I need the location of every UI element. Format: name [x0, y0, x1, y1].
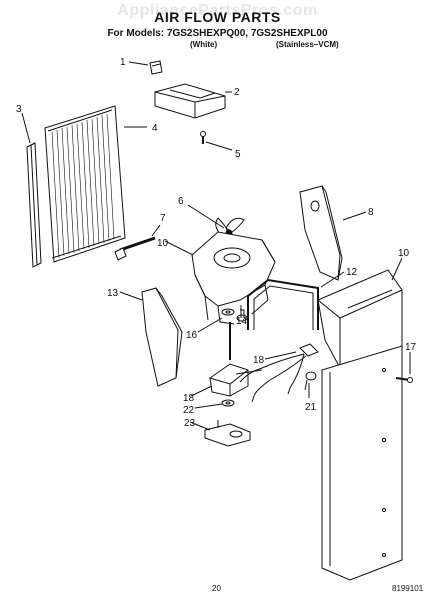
part-screw-top — [200, 131, 206, 144]
part-washer-upper — [221, 308, 235, 316]
part-connector — [304, 371, 317, 391]
callout-17: 10 — [398, 248, 410, 259]
callout-2: 23 — [184, 418, 196, 429]
callout-22: 8 — [368, 207, 374, 218]
callout-6: 21 — [305, 402, 317, 413]
page-number: 20 — [212, 584, 221, 593]
variant-stainless-label: (Stainless–VCM) — [276, 40, 339, 49]
part-washer-lower — [221, 399, 235, 407]
part-back-panel — [321, 345, 403, 581]
part-motor-bracket — [204, 420, 251, 447]
callout-10-lower: 22 — [183, 405, 195, 416]
callout-8: 6 — [178, 196, 184, 207]
part-screw-right — [395, 377, 413, 383]
part-fan-motor — [209, 322, 263, 397]
callout-23: 13 — [107, 288, 119, 299]
part-filter-screen — [44, 105, 126, 263]
part-fan-housing — [191, 231, 276, 325]
callout-4: 2 — [234, 87, 240, 98]
callout-labels: 1 2 3 4 5 6 7 8 10 10 12 13 14 16 17 18 … — [16, 57, 417, 429]
part-wire-harness — [239, 343, 319, 403]
part-bracket — [154, 83, 226, 119]
callout-21: 14 — [236, 316, 248, 327]
page-title: AIR FLOW PARTS — [154, 9, 281, 25]
models-line: For Models: 7GS2SHEXPQ00, 7GS2SHEXPL00 — [107, 28, 328, 39]
callout-1: 10 — [157, 238, 169, 249]
callout-5: 4 — [152, 123, 158, 134]
part-edge-strip — [26, 142, 42, 268]
part-bolt — [114, 236, 156, 261]
part-u-seal — [247, 278, 319, 330]
callout-16: 3 — [16, 104, 22, 115]
callout-18-right: 17 — [405, 342, 417, 353]
callout-3: 1 — [120, 57, 126, 68]
part-clip — [149, 60, 163, 75]
part-left-panel — [141, 287, 183, 387]
part-side-panel — [299, 185, 343, 281]
variant-white-label: (White) — [190, 40, 218, 49]
document-number: 8199101 — [392, 584, 424, 593]
callout-18-top: 5 — [235, 149, 241, 160]
callout-12: 18 — [253, 355, 265, 366]
callout-7: 18 — [183, 393, 195, 404]
watermark: AppliancePartsPros.com — [117, 2, 318, 19]
callout-14: 7 — [160, 213, 166, 224]
callout-13: 12 — [346, 267, 358, 278]
callout-10-upper: 16 — [186, 330, 198, 341]
